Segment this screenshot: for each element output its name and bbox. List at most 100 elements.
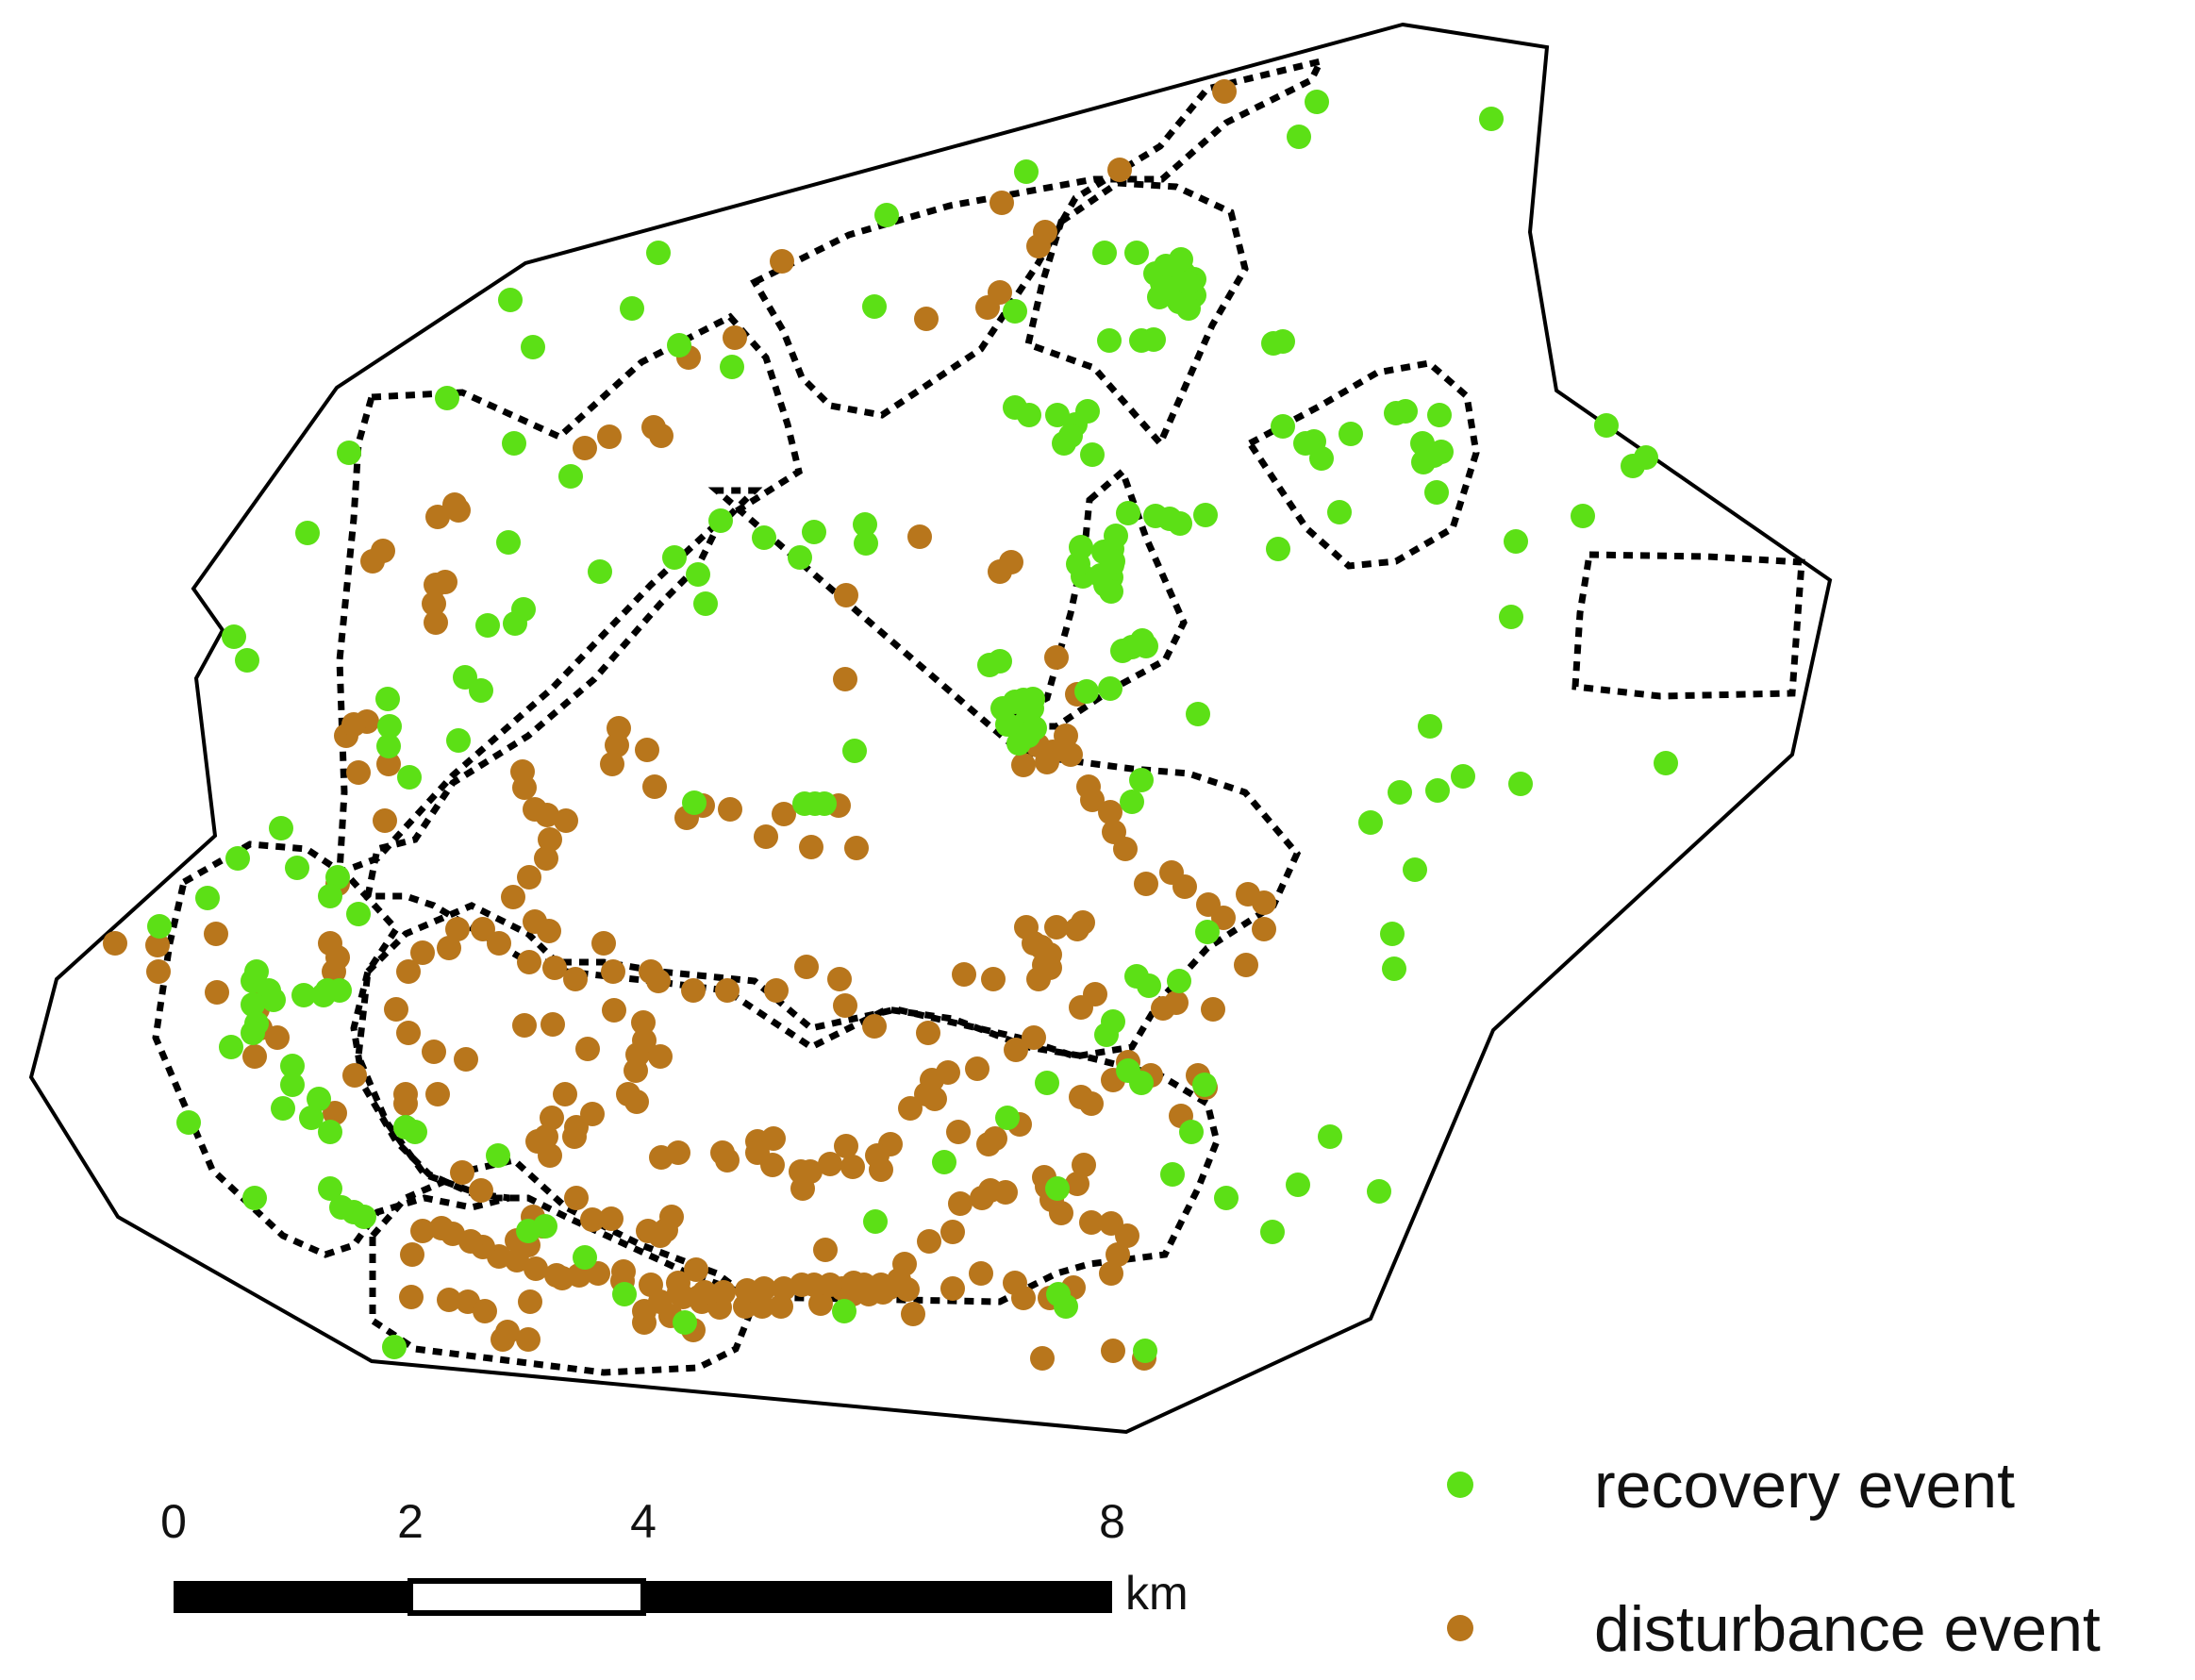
recovery-event-point [1116, 1058, 1140, 1083]
recovery-event-point [1339, 422, 1363, 446]
recovery-event-point [533, 1214, 557, 1239]
disturbance-event-point [591, 931, 616, 956]
disturbance-event-point [1065, 917, 1089, 941]
recovery-event-point [1271, 414, 1295, 439]
disturbance-event-point [770, 249, 794, 274]
recovery-event-point [397, 765, 422, 790]
recovery-event-point [496, 530, 521, 555]
recovery-event-point [1293, 431, 1318, 456]
recovery-event-point [853, 512, 877, 537]
recovery-event-point [271, 1096, 295, 1121]
recovery-event-point [832, 1299, 856, 1323]
recovery-event-point [403, 1120, 427, 1144]
disturbance-event-point [454, 1047, 478, 1072]
disturbance-event-point [446, 498, 471, 523]
recovery-event-point [1634, 445, 1658, 470]
disturbance-event-point [799, 835, 823, 859]
disturbance-event-point [562, 1124, 587, 1149]
recovery-event-point [1424, 480, 1449, 505]
disturbance-event-point [1011, 753, 1036, 777]
recovery-event-point [435, 386, 459, 410]
disturbance-event-point [999, 550, 1023, 574]
recovery-event-point [1410, 431, 1435, 456]
disturbance-event-point [601, 959, 625, 984]
disturbance-event-point [648, 1223, 673, 1248]
recovery-event-point [1571, 504, 1595, 528]
recovery-event-point [1479, 107, 1504, 131]
disturbance-event-point [602, 998, 626, 1023]
recovery-event-point [720, 355, 744, 379]
disturbance-event-point [813, 1238, 838, 1262]
recovery-event-point [686, 562, 710, 587]
recovery-event-point [295, 521, 320, 545]
recovery-event-point [1192, 1073, 1217, 1097]
disturbance-event-point [692, 1280, 717, 1305]
legend-recovery-label: recovery event [1594, 1450, 2015, 1522]
recovery-event-point [1035, 1071, 1059, 1095]
disturbance-event-point [1107, 158, 1132, 182]
disturbance-event-point [265, 1025, 290, 1050]
disturbance-event-point [518, 1289, 542, 1314]
recovery-event-point [377, 714, 402, 739]
recovery-event-point [1054, 1294, 1078, 1319]
recovery-event-point [682, 790, 707, 815]
recovery-event-point [842, 739, 867, 763]
recovery-event-point [977, 653, 1002, 677]
disturbance-event-point [649, 1145, 673, 1170]
recovery-event-point [280, 1054, 305, 1078]
recovery-event-point [995, 1106, 1020, 1130]
disturbance-event-point [671, 1285, 695, 1309]
disturbance-event-point [1201, 997, 1225, 1022]
disturbance-event-point [632, 1299, 657, 1323]
disturbance-event-point [1106, 1242, 1130, 1267]
recovery-event-point [812, 791, 837, 816]
recovery-event-point [502, 431, 526, 456]
disturbance-event-point [1038, 956, 1062, 980]
disturbance-event-point [794, 955, 819, 979]
disturbance-event-point [517, 865, 541, 890]
disturbance-event-point [396, 1021, 421, 1045]
recovery-points [147, 90, 1678, 1363]
disturbance-event-point [952, 962, 976, 987]
recovery-event-point [318, 1120, 342, 1144]
recovery-event-point [1160, 1162, 1185, 1187]
recovery-event-point [503, 611, 527, 636]
recovery-event-point [1098, 676, 1122, 701]
recovery-event-point [1092, 241, 1117, 265]
recovery-event-point [1186, 702, 1210, 726]
disturbance-event-point [599, 1206, 624, 1231]
disturbance-event-point [517, 950, 541, 974]
zone-northeast-blob [1023, 179, 1249, 450]
recovery-event-point [1141, 327, 1166, 352]
disturbance-event-point [534, 1124, 558, 1149]
disturbance-event-point [487, 931, 511, 956]
disturbance-event-point [580, 1207, 605, 1232]
recovery-event-point [1101, 549, 1125, 574]
recovery-event-point [1504, 529, 1528, 554]
recovery-event-point [1318, 1124, 1342, 1149]
disturbance-event-point [341, 712, 366, 737]
disturbance-event-point [505, 1248, 529, 1272]
recovery-event-point [244, 959, 269, 984]
disturbance-event-point [940, 1220, 965, 1244]
recovery-event-point [318, 884, 342, 908]
disturbance-event-point [834, 583, 858, 607]
recovery-event-point [1594, 413, 1619, 438]
disturbance-event-point [1101, 1339, 1125, 1363]
disturbance-event-point [772, 1276, 796, 1301]
recovery-event-point [1411, 450, 1436, 474]
scale-bar: 0 2 4 8 km [160, 1495, 1189, 1620]
recovery-event-point [667, 333, 691, 358]
disturbance-event-point [445, 917, 470, 941]
recovery-event-point [1403, 857, 1427, 882]
zone-borders [152, 56, 1805, 1376]
disturbance-event-point [1044, 645, 1069, 670]
study-area-boundary [28, 22, 1833, 1435]
disturbance-event-point [946, 1120, 971, 1144]
recovery-event-point [1080, 442, 1105, 467]
disturbance-event-point [580, 1102, 605, 1126]
disturbance-event-point [605, 733, 629, 757]
disturbance-event-point [869, 1272, 893, 1297]
disturbance-event-point [790, 1176, 815, 1201]
recovery-event-point [235, 648, 259, 673]
